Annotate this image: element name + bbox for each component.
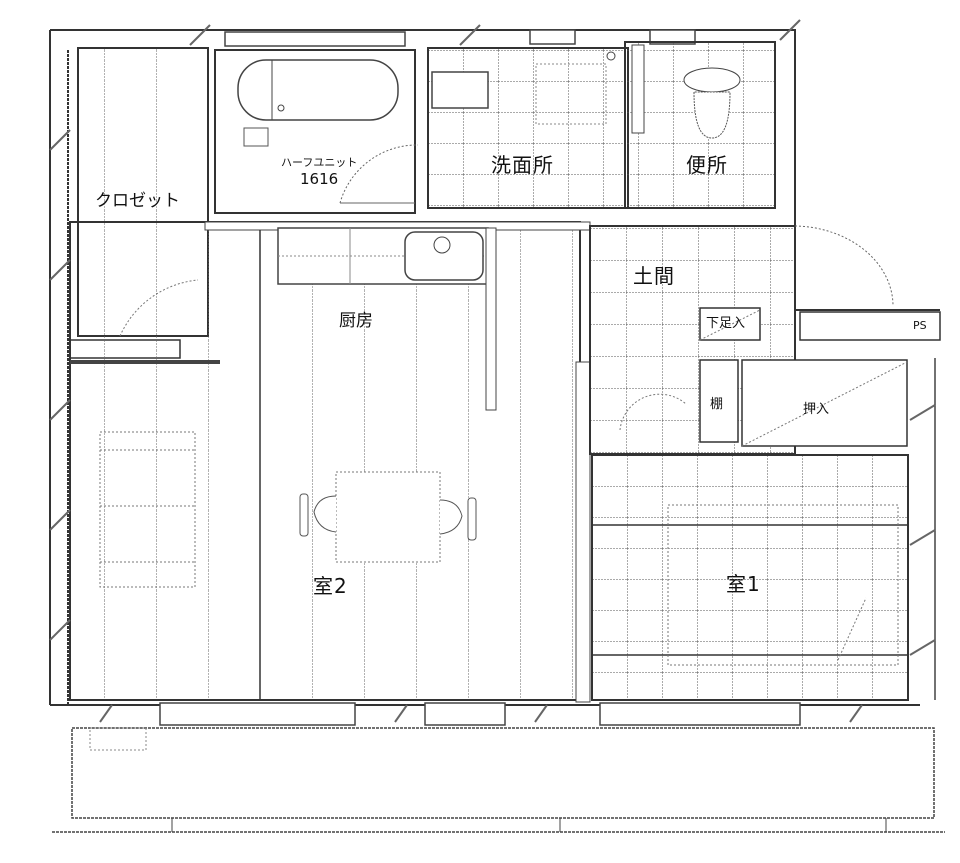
room2-label: 室2 [313, 574, 348, 598]
toilet-label: 便所 [686, 153, 728, 177]
closet-label: クロゼット [95, 191, 180, 211]
kitchen-label: 厨房 [339, 311, 373, 331]
balcony [52, 727, 945, 833]
bath-unit-label: ハーフユニット [281, 156, 358, 169]
bath-unit-size: 1616 [300, 170, 339, 188]
washroom [427, 47, 629, 209]
shoe-box-label: 下足入 [706, 316, 746, 331]
shelf-label: 棚 [710, 397, 724, 412]
room1-label: 室1 [726, 572, 761, 596]
bottom-windows [159, 702, 801, 726]
entrance-label: 土間 [633, 264, 675, 288]
shelf-oshiire [699, 359, 908, 447]
kitchen-room2-floor [69, 221, 591, 703]
oshiire-label: 押入 [803, 402, 830, 417]
washroom-label: 洗面所 [491, 153, 554, 177]
toilet [624, 19, 801, 209]
pipe-space-label: PS [913, 319, 927, 332]
bath-unit [214, 49, 419, 214]
wall-hatches [49, 24, 936, 723]
room1 [591, 454, 909, 701]
